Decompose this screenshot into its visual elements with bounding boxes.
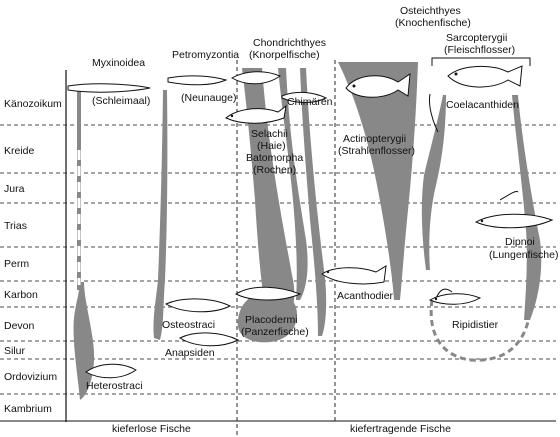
label-dipnoi-common: (Lungenfische) xyxy=(489,249,559,261)
label-acanthodier: Acanthodier xyxy=(337,290,394,302)
label-heterostraci: Heterostraci xyxy=(86,380,143,392)
label-chondrichthyes-common: (Knorpelfische) xyxy=(249,49,320,61)
period-kreide: Kreide xyxy=(4,145,35,157)
period-karbon: Karbon xyxy=(4,289,38,301)
label-sarcopterygii: Sarcopterygii xyxy=(446,32,508,44)
coelacanth-icon xyxy=(447,65,523,88)
label-petromyzontia-common: (Neunauge) xyxy=(181,92,237,104)
label-petromyzontia: Petromyzontia xyxy=(172,49,240,61)
period-devon: Devon xyxy=(4,320,35,332)
label-selachii-common: (Haie) xyxy=(257,140,286,152)
lamprey-icon xyxy=(167,75,228,86)
label-actinopterygii-common: (Strahlenflosser) xyxy=(338,145,416,157)
acanthodian-icon xyxy=(321,265,387,285)
lineage-myxinoidea xyxy=(73,90,95,400)
label-osteostraci: Osteostraci xyxy=(162,319,216,331)
label-sarcopterygii-common: (Fleischflosser) xyxy=(444,44,516,56)
period-jura: Jura xyxy=(4,183,25,195)
arrows xyxy=(429,93,519,299)
label-myxinoidea-common: (Schleimaal) xyxy=(92,95,151,107)
label-myxinoidea: Myxinoidea xyxy=(92,57,146,69)
label-anapsiden: Anapsiden xyxy=(165,347,215,359)
label-chondrichthyes: Chondrichthyes xyxy=(253,37,326,49)
label-rhipidistier: Ripidistier xyxy=(452,319,499,331)
period-silur: Silur xyxy=(4,345,26,357)
lineage-actinopterygii xyxy=(338,62,418,300)
label-batomorpha: Batomorpha xyxy=(246,152,304,164)
rhipidistia-dashed-root xyxy=(429,299,530,362)
period-perm: Perm xyxy=(4,258,30,270)
label-osteichthyes: Osteichthyes xyxy=(400,5,461,17)
footer-jawless: kieferlose Fische xyxy=(112,423,191,435)
fish-silhouettes xyxy=(67,65,554,379)
lineage-chondrichthyes xyxy=(237,68,327,343)
label-actinopterygii: Actinopterygii xyxy=(343,133,407,145)
footer-jawed: kiefertragende Fische xyxy=(350,423,451,435)
fish-eyes xyxy=(230,72,484,301)
label-placodermi-common: (Panzerfische) xyxy=(241,326,309,338)
anapsid-icon xyxy=(178,332,240,347)
lineage-sarcopterygii xyxy=(421,95,542,320)
period-kambrium: Kambrium xyxy=(4,403,52,415)
chimaera-icon xyxy=(281,91,328,103)
label-chimaeren: Chimären xyxy=(287,96,333,108)
period-trias: Trias xyxy=(4,220,27,232)
label-selachii: Selachii xyxy=(251,128,288,140)
shark-icon xyxy=(225,104,287,124)
period-ordovizium: Ordovizium xyxy=(4,371,58,383)
osteostracan-icon xyxy=(164,298,232,313)
rhipidistian-icon xyxy=(428,293,482,305)
hagfish-icon xyxy=(67,83,151,93)
ray-icon xyxy=(230,71,282,85)
teleost-icon xyxy=(345,73,411,98)
lungfish-icon xyxy=(474,213,554,229)
label-placodermi: Placodermi xyxy=(245,314,298,326)
label-coelacanthiden: Coelacanthiden xyxy=(446,99,519,111)
lineage-petromyzontia xyxy=(153,90,168,340)
heterostracan-icon xyxy=(85,363,137,379)
label-osteichthyes-common: (Knochenfische) xyxy=(395,17,471,29)
placoderm-icon xyxy=(234,286,302,301)
label-dipnoi: Dipnoi xyxy=(505,236,535,248)
period-kaenozoikum: Känozoikum xyxy=(4,98,62,110)
sarcopterygii-bracket xyxy=(431,57,531,66)
label-batomorpha-common: (Rochen) xyxy=(253,164,297,176)
